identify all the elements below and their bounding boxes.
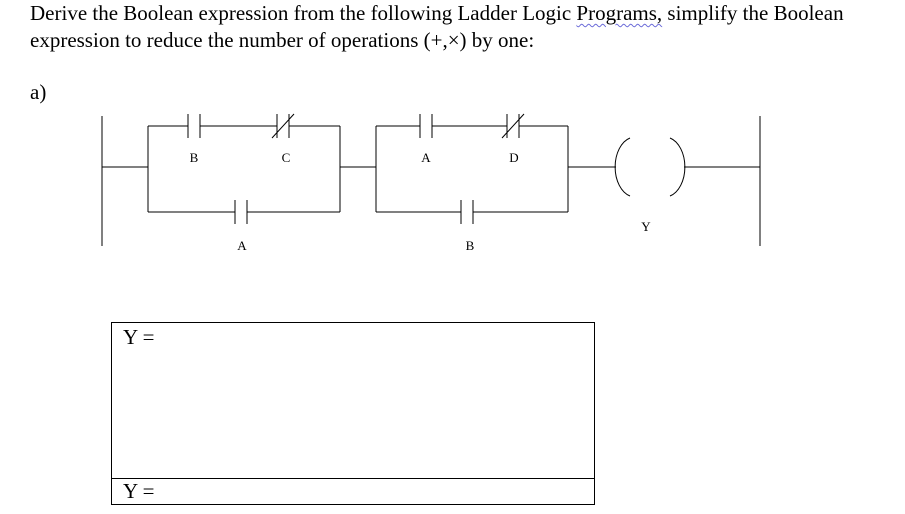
spellcheck-word: Programs, <box>576 1 663 25</box>
part-label: a) <box>30 80 47 104</box>
answer-prefix: Y = <box>123 479 155 503</box>
parallel-block-1 <box>147 113 341 224</box>
answer-box-expression[interactable]: Y = <box>111 322 595 479</box>
coil-label-y: Y <box>641 219 651 234</box>
contact-label-a2: A <box>421 150 431 165</box>
question-line-1: Derive the Boolean expression from the f… <box>30 1 844 25</box>
contact-label-b: B <box>190 150 199 165</box>
parallel-block-2 <box>375 113 569 224</box>
contact-label-a: A <box>237 238 247 253</box>
answer-box-simplified[interactable]: Y = <box>111 478 595 505</box>
question-text: Derive the Boolean expression from the f… <box>30 0 900 54</box>
answer-prefix: Y = <box>123 325 155 349</box>
output-coil <box>614 137 686 197</box>
contact-label-c: C <box>282 150 291 165</box>
contact-label-d: D <box>509 150 518 165</box>
question-line-2: expression to reduce the number of opera… <box>30 28 535 52</box>
contact-label-b2: B <box>466 238 475 253</box>
